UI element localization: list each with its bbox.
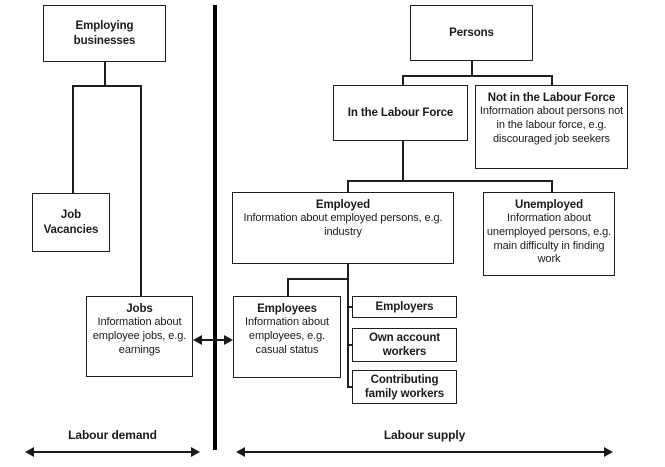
connector-line: [287, 278, 349, 280]
connector-line: [402, 141, 404, 180]
box-title: Persons: [449, 26, 494, 39]
box-contributing-family-workers: Contributing family workers: [352, 370, 457, 404]
jobs-employees-link-arrow: [193, 333, 233, 347]
box-title: Jobs: [126, 303, 153, 315]
box-employing-businesses: Employing businesses: [43, 5, 166, 62]
box-persons: Persons: [410, 5, 533, 61]
box-title: Employers: [375, 300, 434, 313]
box-title: Unemployed: [514, 199, 583, 211]
box-not-in-labour-force: Not in the Labour Force Information abou…: [475, 85, 628, 169]
labour-demand-range-arrow: [25, 445, 200, 459]
arrow-shaft: [242, 451, 607, 453]
box-employees: Employees Information about employees, e…: [233, 296, 341, 378]
box-title: In the Labour Force: [347, 106, 454, 119]
box-in-labour-force: In the Labour Force: [333, 85, 468, 141]
box-body: Information about employee jobs, e.g. ea…: [92, 316, 187, 356]
connector-line: [347, 306, 352, 308]
connector-line: [72, 85, 74, 193]
box-body: Information about employed persons, e.g.…: [243, 212, 443, 238]
connector-line: [72, 85, 142, 87]
box-title: Employed: [315, 199, 371, 211]
labour-demand-label: Labour demand: [68, 428, 157, 442]
connector-line: [347, 180, 553, 182]
box-title: Employees: [257, 303, 317, 315]
connector-line: [347, 386, 352, 388]
box-jobs: Jobs Information about employee jobs, e.…: [86, 296, 193, 377]
labour-supply-range-arrow: [236, 445, 613, 459]
connector-line: [402, 75, 552, 77]
connector-line: [347, 278, 349, 387]
connector-line: [347, 264, 349, 278]
arrow-shaft: [31, 451, 194, 453]
box-title: Not in the Labour Force: [487, 92, 616, 104]
labour-supply-label: Labour supply: [383, 428, 466, 442]
box-title: Own account workers: [368, 331, 441, 358]
connector-line: [551, 75, 553, 85]
box-employers: Employers: [352, 296, 457, 318]
box-employed: Employed Information about employed pers…: [232, 192, 454, 264]
box-body: Information about employees, e.g. casual…: [245, 316, 329, 356]
box-job-vacancies: Job Vacancies: [32, 193, 110, 252]
connector-line: [140, 85, 142, 296]
box-own-account-workers: Own account workers: [352, 328, 457, 362]
arrow-shaft: [199, 339, 227, 341]
connector-line: [104, 62, 106, 85]
connector-line: [471, 61, 473, 75]
box-body: Information about unemployed persons, e.…: [486, 212, 612, 266]
box-title: Job Vacancies: [43, 209, 99, 236]
box-title: Employing businesses: [73, 20, 136, 47]
connector-line: [402, 75, 404, 85]
connector-line: [347, 344, 352, 346]
connector-line: [551, 180, 553, 192]
box-body: Information about persons not in the lab…: [479, 105, 624, 145]
connector-line: [287, 278, 289, 296]
box-unemployed: Unemployed Information about unemployed …: [483, 192, 615, 276]
box-title: Contributing family workers: [364, 373, 445, 400]
connector-line: [347, 180, 349, 192]
demand-supply-divider: [213, 5, 217, 450]
